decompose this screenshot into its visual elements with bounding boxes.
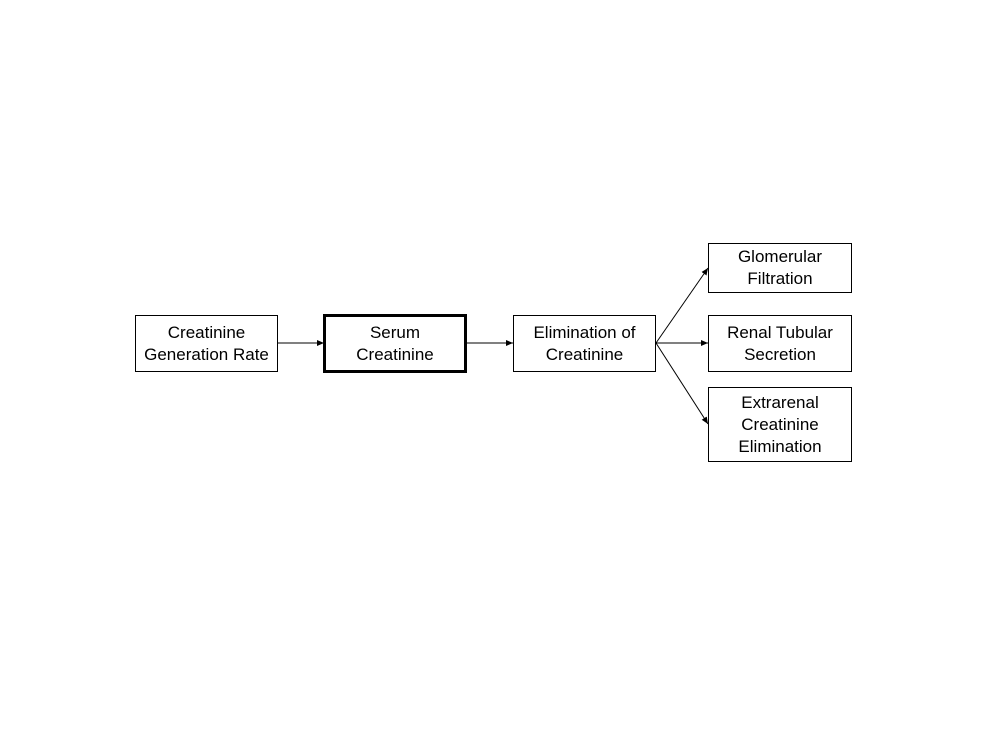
node-label-line: Glomerular [737, 247, 823, 266]
node-elimination-of-creatinine: Elimination of Creatinine [513, 315, 656, 372]
node-label-line: Serum [369, 322, 421, 342]
node-label-line: Filtration [747, 269, 813, 288]
node-creatinine-generation-rate: Creatinine Generation Rate [135, 315, 278, 372]
node-label-line: Elimination [738, 436, 822, 456]
arrow-elimination-to-extrarenal [655, 342, 709, 425]
node-label-line: Creatinine [167, 322, 246, 342]
arrow-elimination-to-glomerular [655, 267, 709, 344]
node-label-line: Extrarenal [741, 392, 819, 412]
node-label-line: Generation Rate [144, 344, 269, 364]
node-extrarenal-creatinine-elimination: Extrarenal Creatinine Elimination [708, 387, 852, 462]
node-label-line: Creatinine [356, 344, 434, 364]
node-serum-creatinine: Serum Creatinine [323, 314, 467, 373]
node-glomerular-filtration: Glomerular Filtration [708, 243, 852, 293]
node-label-line: Renal Tubular [727, 322, 833, 342]
node-label-line: Creatinine [545, 344, 624, 364]
node-label-line: Creatinine [741, 414, 819, 434]
node-label-line: Elimination of [533, 322, 636, 342]
node-renal-tubular-secretion: Renal Tubular Secretion [708, 315, 852, 372]
node-label-line: Secretion [744, 344, 816, 364]
